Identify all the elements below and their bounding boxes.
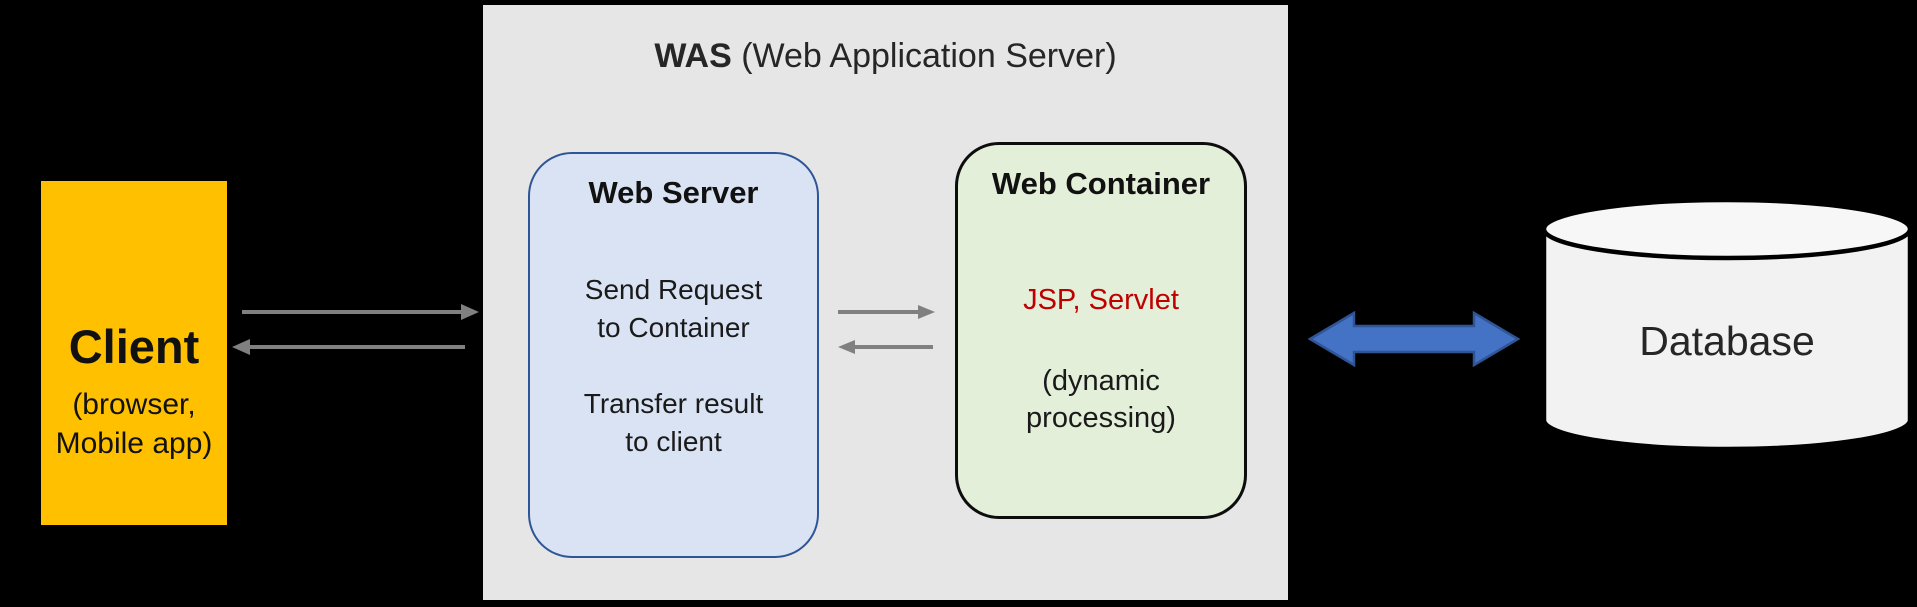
database-label: Database [1639, 318, 1815, 364]
database-icon [1541, 197, 1913, 452]
client-title: Client [68, 320, 200, 373]
web-server-title: Web Server [588, 175, 759, 210]
was-title: WAS (Web Application Server) [483, 37, 1288, 76]
web-server-text-send-request: Send Request to Container [584, 274, 763, 343]
client-box: Client (browser, Mobile app) [41, 181, 227, 525]
client-was-arrows-icon [232, 304, 479, 355]
web-container-title: Web Container [991, 166, 1211, 201]
server-container-arrows-icon [838, 305, 935, 354]
jsp-servlet-label: JSP, Servlet [1023, 284, 1179, 316]
was-title-rest: (Web Application Server) [731, 37, 1117, 75]
was-title-strong: WAS [654, 37, 732, 75]
web-server-box: Web Server Send Request to Container Tra… [528, 152, 819, 558]
web-container-box: Web Container JSP, Servlet (dynamic proc… [955, 142, 1247, 519]
web-server-text-transfer-result: Transfer result to client [583, 388, 764, 457]
dynamic-processing-label: (dynamic processing) [1026, 365, 1176, 434]
was-database-arrow-icon [1308, 310, 1520, 368]
client-subtitle: (browser, Mobile app) [55, 388, 213, 460]
